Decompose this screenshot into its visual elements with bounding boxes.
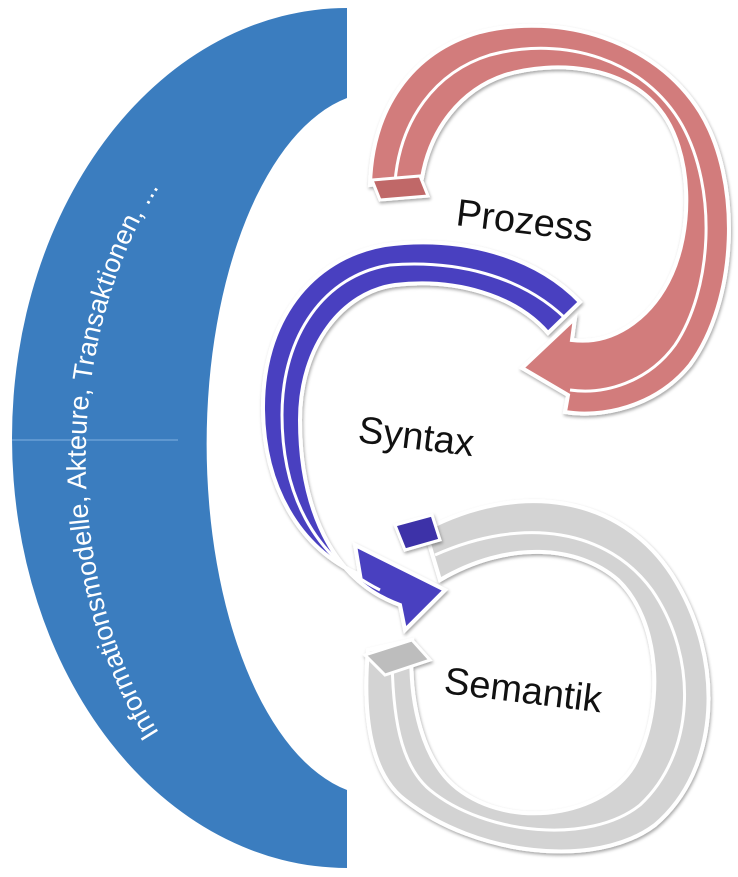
label-syntax: Syntax [356, 409, 476, 465]
cycle-semantik-tail [362, 638, 433, 677]
cycle-arrow-syntax [260, 240, 583, 635]
cycle-prozess-tail [369, 174, 431, 202]
context-arc: Informationsmodelle, Akteure, Transaktio… [12, 8, 347, 868]
cycle-syntax-band [260, 240, 583, 635]
cycle-syntax-tail [392, 513, 442, 552]
cycle-prozess-band [367, 23, 731, 416]
context-arc-band [12, 8, 347, 868]
cycle-semantik-inner-line [390, 531, 686, 832]
cycle-prozess-inner-line [393, 46, 708, 393]
cycle-semantik-band [364, 499, 711, 854]
cycle-arrow-semantik [362, 499, 711, 854]
label-semantik: Semantik [442, 660, 605, 721]
cycle-syntax-inner-line [280, 262, 567, 592]
cycle-arrow-prozess [367, 23, 731, 416]
label-prozess: Prozess [454, 192, 595, 250]
